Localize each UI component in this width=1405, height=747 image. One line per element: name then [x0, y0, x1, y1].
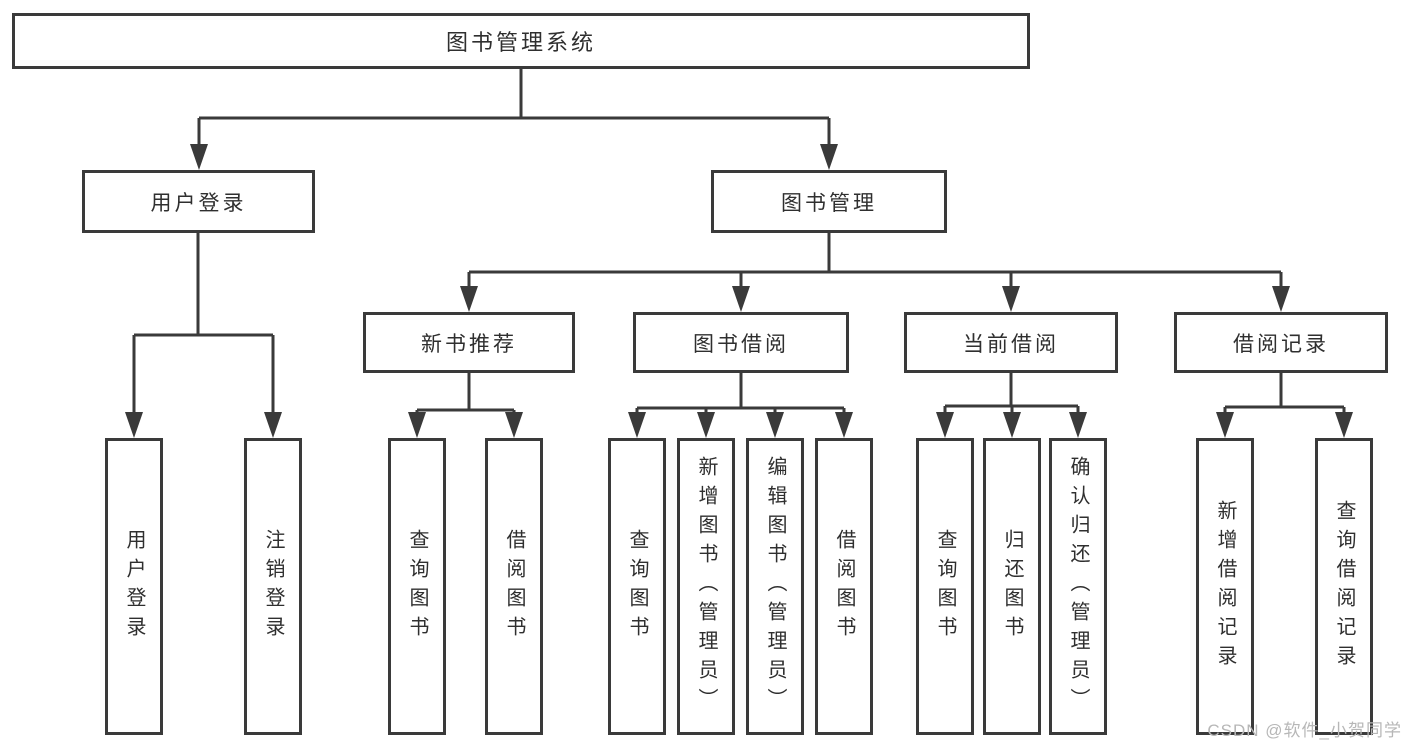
leaf-query-borrow-record: 查询借阅记录 — [1315, 438, 1373, 735]
node-user-login-branch: 用户登录 — [82, 170, 315, 233]
arrowhead — [628, 412, 646, 438]
arrowhead — [732, 286, 750, 312]
leaf-query-books-borrowing: 查询图书 — [608, 438, 666, 735]
arrowhead — [505, 412, 523, 438]
arrowhead — [125, 412, 143, 438]
leaf-add-book-admin: 新增图书（管理员） — [677, 438, 735, 735]
leaf-query-books-recommend: 查询图书 — [388, 438, 446, 735]
arrowhead — [697, 412, 715, 438]
arrowhead — [766, 412, 784, 438]
arrowhead — [190, 144, 208, 170]
node-book-management-branch: 图书管理 — [711, 170, 947, 233]
leaf-query-books-current: 查询图书 — [916, 438, 974, 735]
arrowhead — [1335, 412, 1353, 438]
leaf-return-book: 归还图书 — [983, 438, 1041, 735]
arrowhead — [408, 412, 426, 438]
arrowhead — [460, 286, 478, 312]
arrowhead — [1002, 286, 1020, 312]
leaf-logout: 注销登录 — [244, 438, 302, 735]
node-borrowing-records: 借阅记录 — [1174, 312, 1388, 373]
arrowhead — [936, 412, 954, 438]
arrowhead — [1069, 412, 1087, 438]
node-library-management-system: 图书管理系统 — [12, 13, 1030, 69]
csdn-watermark: CSDN @软件_小贺同学 — [1207, 721, 1402, 740]
leaf-confirm-return-admin: 确认归还（管理员） — [1049, 438, 1107, 735]
node-new-book-recommendation: 新书推荐 — [363, 312, 575, 373]
leaf-edit-book-admin: 编辑图书（管理员） — [746, 438, 804, 735]
node-current-borrowing: 当前借阅 — [904, 312, 1118, 373]
leaf-borrow-books-borrowing: 借阅图书 — [815, 438, 873, 735]
arrowhead — [1003, 412, 1021, 438]
leaf-add-borrow-record: 新增借阅记录 — [1196, 438, 1254, 735]
arrowhead — [835, 412, 853, 438]
arrowhead — [264, 412, 282, 438]
arrowhead — [820, 144, 838, 170]
leaf-borrow-books-recommend: 借阅图书 — [485, 438, 543, 735]
node-book-borrowing: 图书借阅 — [633, 312, 849, 373]
arrowhead — [1216, 412, 1234, 438]
arrowhead — [1272, 286, 1290, 312]
leaf-user-login: 用户登录 — [105, 438, 163, 735]
